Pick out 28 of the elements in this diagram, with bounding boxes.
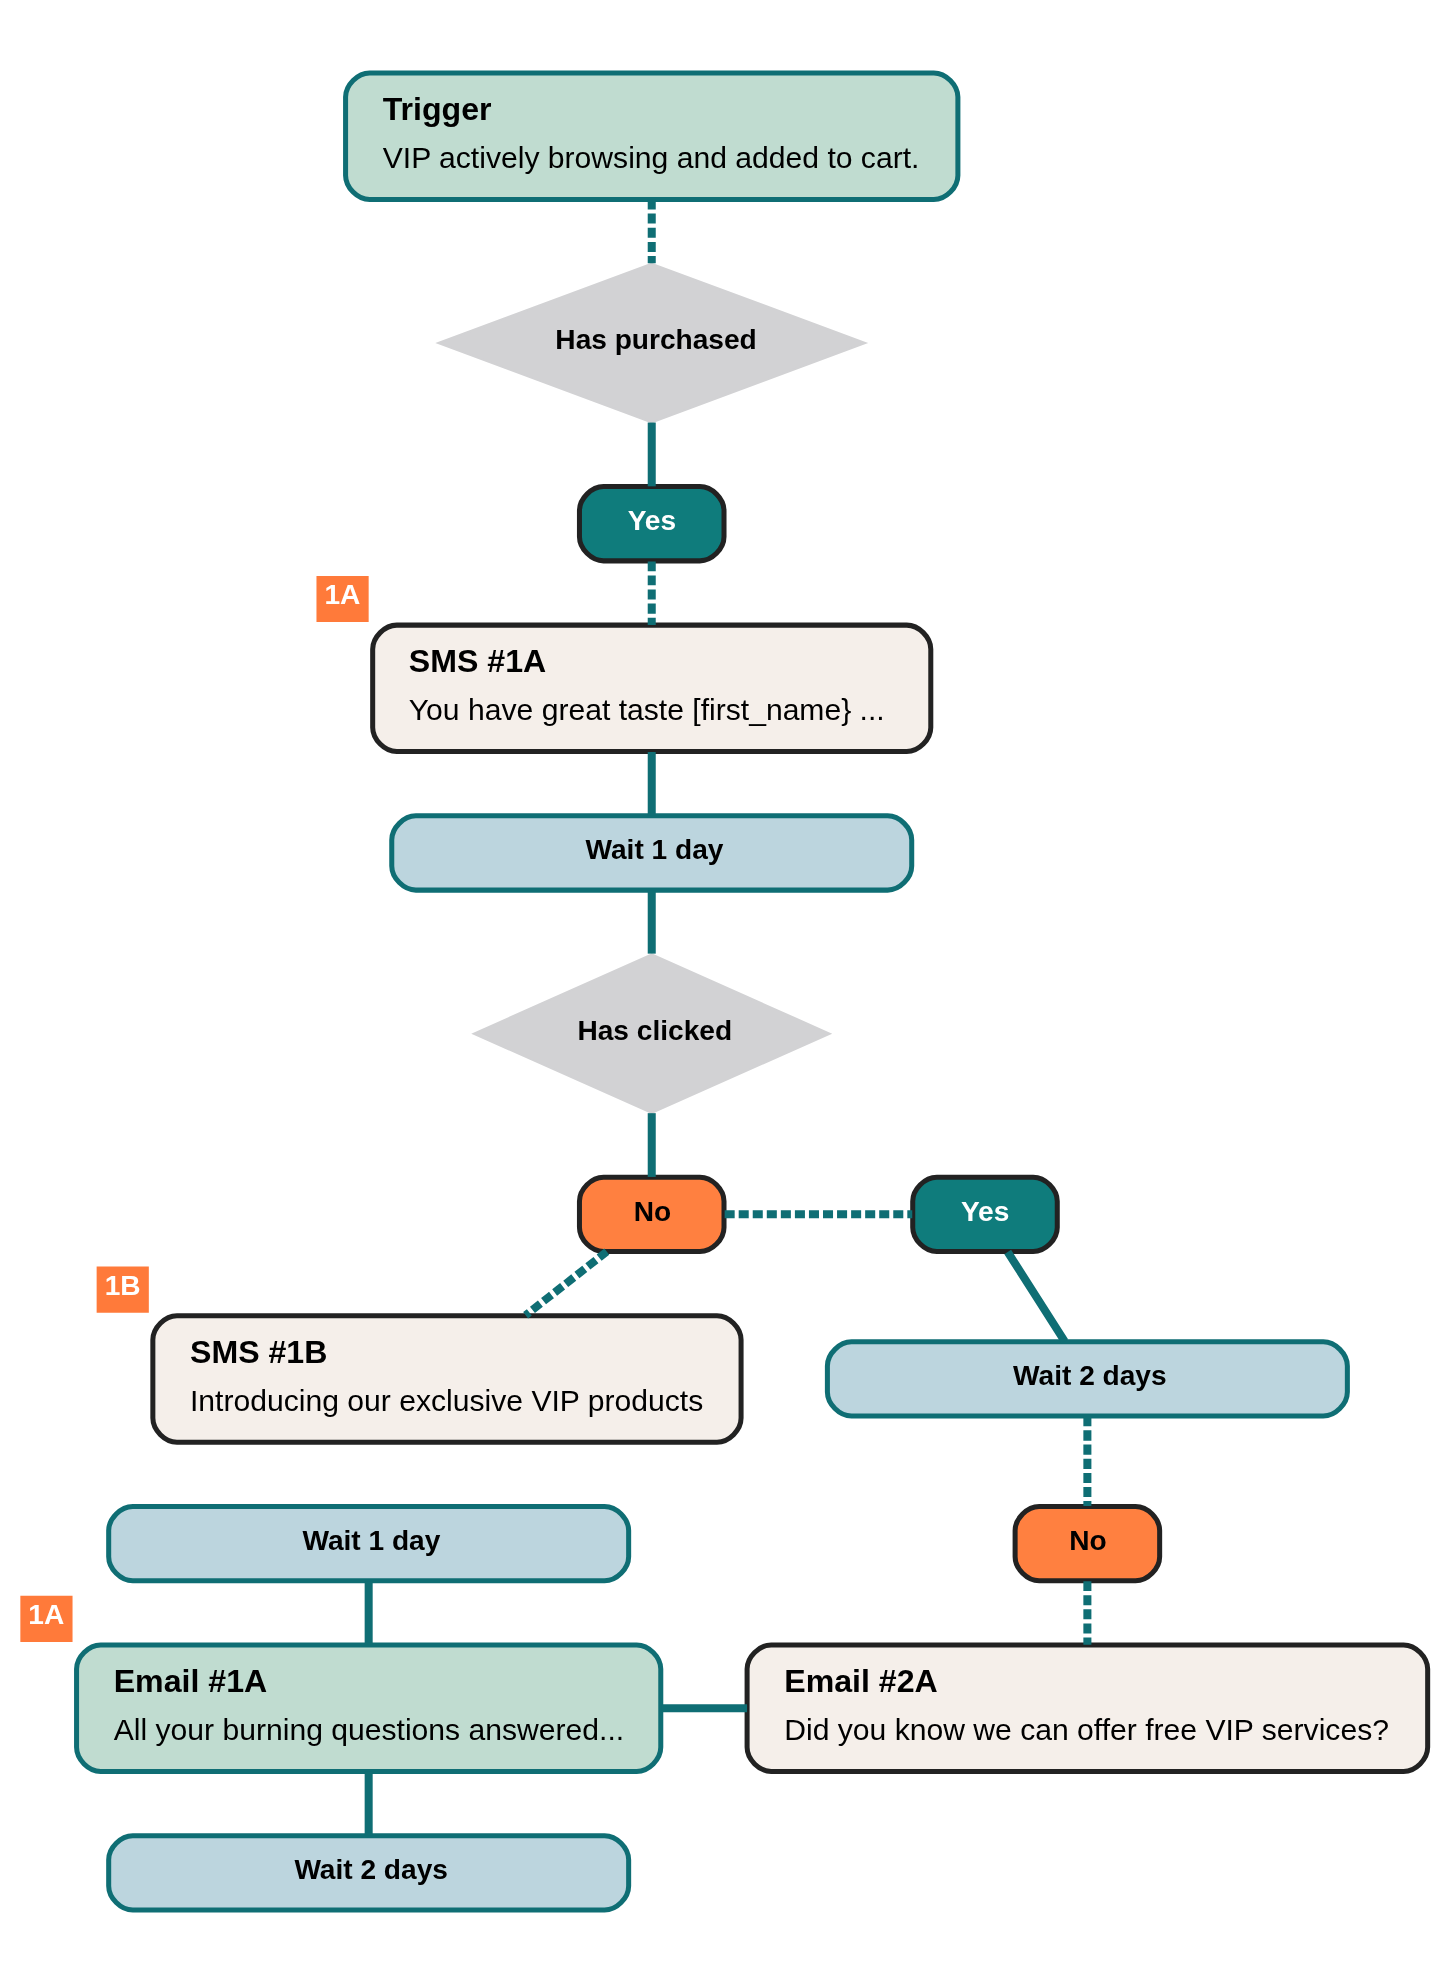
- node-box: No: [576, 1174, 727, 1254]
- connector: [661, 1703, 748, 1712]
- node-label: 1A: [28, 1598, 65, 1630]
- node-box: Trigger VIP actively browsing and added to cart.: [343, 70, 961, 202]
- node-diamond: Has purchased: [435, 262, 869, 423]
- connector: [647, 1112, 656, 1177]
- node-box: Email #2A Did you know we can offer free VIP services?: [744, 1641, 1431, 1774]
- connector: [364, 1580, 373, 1645]
- node-diamond: Has clicked: [471, 952, 833, 1114]
- connector: [647, 560, 656, 625]
- connector: [1083, 1416, 1092, 1506]
- node-box: Wait 2 days: [824, 1338, 1350, 1419]
- node-box: Yes: [576, 483, 727, 563]
- node-label: 1A: [324, 578, 361, 610]
- connector: [647, 751, 656, 816]
- node-box: Wait 2 days: [106, 1832, 632, 1912]
- node-box: Wait 1 day: [106, 1503, 632, 1583]
- connector: [1083, 1580, 1092, 1645]
- node-box: Yes: [910, 1174, 1060, 1254]
- node-box: Wait 1 day: [389, 812, 915, 893]
- connector: [523, 1247, 610, 1318]
- node-box: No: [1012, 1503, 1163, 1583]
- connector: [724, 1209, 913, 1218]
- connector: [647, 199, 656, 263]
- connector: [364, 1771, 373, 1836]
- node-label: 1B: [104, 1269, 141, 1301]
- connector: [647, 890, 656, 954]
- connector: [647, 422, 656, 486]
